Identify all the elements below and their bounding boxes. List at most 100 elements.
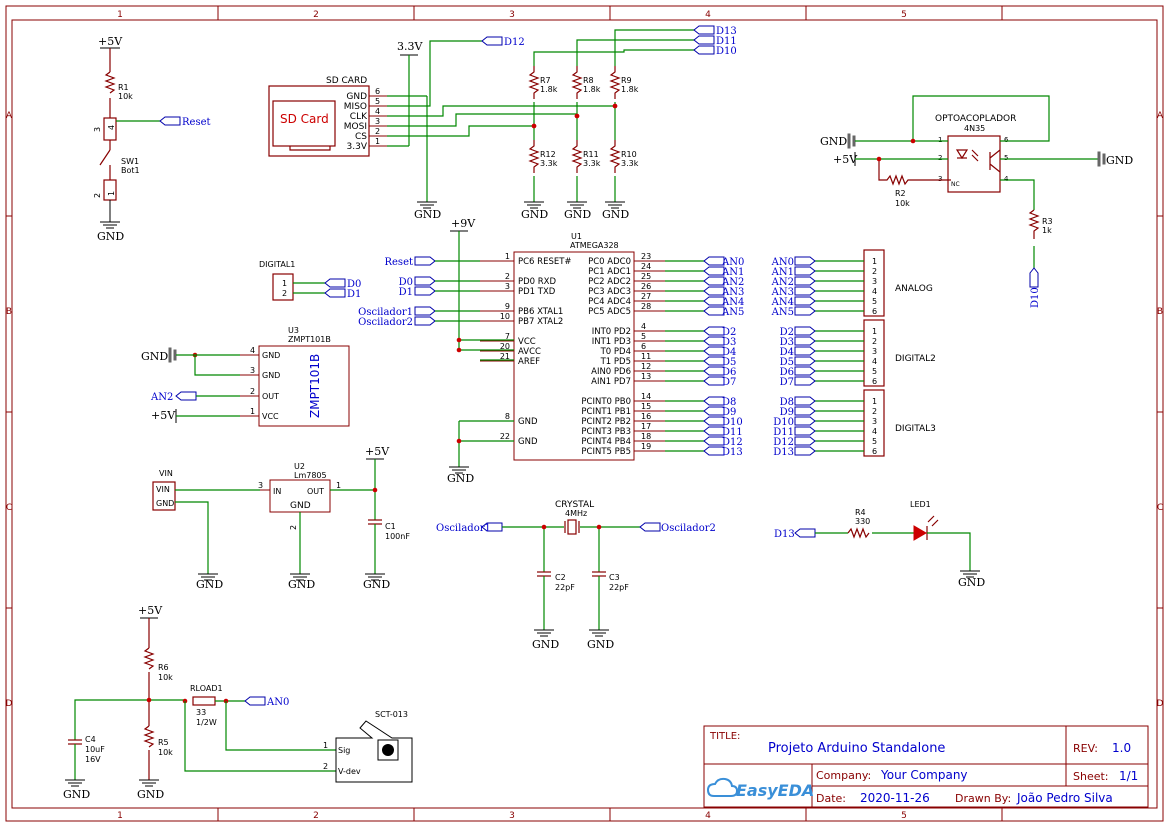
divider-resistor-r9 xyxy=(609,66,621,99)
mcu-right-net-label: D7 xyxy=(722,377,736,388)
sd-pin-name: MISO xyxy=(344,102,367,112)
sct-sig: Sig xyxy=(338,746,350,755)
mcu-pin-name: AIN1 PD7 xyxy=(591,377,631,387)
sd-card-label: SD Card xyxy=(280,112,329,126)
divider-gnd-label: GND xyxy=(521,208,548,221)
sd-gnd-label: GND xyxy=(414,208,441,221)
rload-power: 1/2W xyxy=(196,718,217,727)
header-net-label: D9 xyxy=(780,407,794,418)
sd-pin-number: 2 xyxy=(375,127,380,136)
resistor-value: 3.3k xyxy=(540,159,558,168)
mcu-right-net-label: AN2 xyxy=(721,277,744,288)
lm7805-regulator: VIN VIN GND GND U2 Lm7805 IN OUT GND 3 1… xyxy=(152,445,410,591)
col-label-2: 2 xyxy=(313,10,319,20)
mcu-pin-name: AVCC xyxy=(518,347,541,357)
header-pin-number: 5 xyxy=(872,367,877,376)
sw1-ref: SW1 xyxy=(121,157,139,166)
sd-pin-name: 3.3V xyxy=(347,142,368,152)
r1-ref: R1 xyxy=(118,83,129,92)
mcu-right-net-flag xyxy=(703,256,725,266)
header-net-flag xyxy=(794,406,816,416)
row-label-b: B xyxy=(6,307,12,317)
opto-pin1: 1 xyxy=(938,136,942,144)
digital1-pin2: 2 xyxy=(282,289,287,298)
header-net-flag xyxy=(794,346,816,356)
c3-ref: C3 xyxy=(609,573,620,582)
mcu-pin-name: PCINT1 PB1 xyxy=(581,407,631,417)
mcu-pin-number: 12 xyxy=(641,362,651,371)
u2-gnd-label: GND xyxy=(288,578,315,591)
header-net-flag xyxy=(794,296,816,306)
header-net-flag xyxy=(794,366,816,376)
mcu-net-label: D1 xyxy=(399,287,413,298)
row-label-d: D xyxy=(6,699,13,709)
r2-value: 10k xyxy=(895,199,910,208)
date-value: 2020-11-26 xyxy=(860,791,930,805)
header-net-label: D2 xyxy=(780,327,794,338)
r6-resistor xyxy=(143,647,155,670)
sw1-bottom-pad xyxy=(103,179,117,201)
sct-vdev: V-dev xyxy=(338,767,361,776)
mcu-pin-number: 15 xyxy=(641,402,651,411)
c3-value: 22pF xyxy=(609,583,629,592)
mcu-right-net-label: D6 xyxy=(722,367,736,378)
an0-sct-label: AN0 xyxy=(266,697,289,708)
mcu-right-net-label: AN4 xyxy=(721,297,744,308)
crystal-oscillator: CRYSTAL 4MHz Oscilador1 Oscilador2 C2 22… xyxy=(436,500,716,651)
easyeda-logo-text: EasyEDA xyxy=(736,781,814,800)
r6-value: 10k xyxy=(158,673,173,682)
header-net-label: D13 xyxy=(773,447,794,458)
sd-card-title: SD CARD xyxy=(326,76,367,86)
c1-gnd-label: GND xyxy=(363,578,390,591)
r5-ref: R5 xyxy=(158,738,169,747)
resistor-ref: R10 xyxy=(621,150,637,159)
mcu-pin-number: 18 xyxy=(641,432,651,441)
u2-gnd: GND xyxy=(290,501,311,511)
mcu-pin-number: 11 xyxy=(641,352,651,361)
header-net-label: D12 xyxy=(773,437,794,448)
mcu-right-net-flag xyxy=(703,446,725,456)
mcu-net-flag xyxy=(414,256,436,266)
mcu-pin-name: PC3 ADC3 xyxy=(588,287,631,297)
mcu-right-net-flag xyxy=(703,426,725,436)
mcu-pin-number: 13 xyxy=(641,372,651,381)
r3-ref: R3 xyxy=(1042,217,1053,226)
sw1-switch-blade xyxy=(99,149,111,166)
resistor-ref: R11 xyxy=(583,150,599,159)
mcu-pin-name: GND xyxy=(518,437,538,447)
mcu-right-net-flag xyxy=(703,436,725,446)
vin-gnd-label: GND xyxy=(196,578,223,591)
mcu-pin-name: PC0 ADC0 xyxy=(588,257,631,267)
mcu-pin-number: 6 xyxy=(641,342,646,351)
mcu-9v-label: +9V xyxy=(451,217,476,230)
mcu-pin-number: 2 xyxy=(505,272,510,281)
sheet-frame xyxy=(5,5,1164,822)
sct013-circuit: +5V R6 10k R5 10k GND C4 10uF 16V GND RL… xyxy=(63,604,413,801)
mcu-ref: U1 xyxy=(571,232,582,241)
row-label-b-right: B xyxy=(1157,307,1163,317)
u2-out: OUT xyxy=(307,487,324,496)
col-label-1-bottom: 1 xyxy=(117,811,123,821)
mcu-pin-name: PCINT2 PB2 xyxy=(581,417,631,427)
zmpt-pin-number: 2 xyxy=(250,387,255,396)
digital1-title: DIGITAL1 xyxy=(259,260,295,269)
resistor-value: 3.3k xyxy=(583,159,601,168)
company-value: Your Company xyxy=(880,768,968,782)
header-net-flag xyxy=(794,276,816,286)
header-net-label: D4 xyxy=(780,347,794,358)
header-net-flag xyxy=(794,306,816,316)
divider-resistor-r7 xyxy=(528,66,540,99)
d10-opto-flag xyxy=(1029,267,1039,288)
mcu-pin-name: INT0 PD2 xyxy=(592,327,631,337)
c2-value: 22pF xyxy=(555,583,575,592)
header-net-flag xyxy=(794,286,816,296)
sd-pin-number: 4 xyxy=(375,107,380,116)
sd-pin-number: 1 xyxy=(375,137,380,146)
drawn-by-value: João Pedro Silva xyxy=(1016,791,1113,805)
led1-ref: LED1 xyxy=(910,500,931,509)
r5-gnd-label: GND xyxy=(137,788,164,801)
crystal-title: CRYSTAL xyxy=(555,500,594,510)
header-net-label: AN0 xyxy=(771,257,794,268)
r2-resistor xyxy=(878,159,951,186)
